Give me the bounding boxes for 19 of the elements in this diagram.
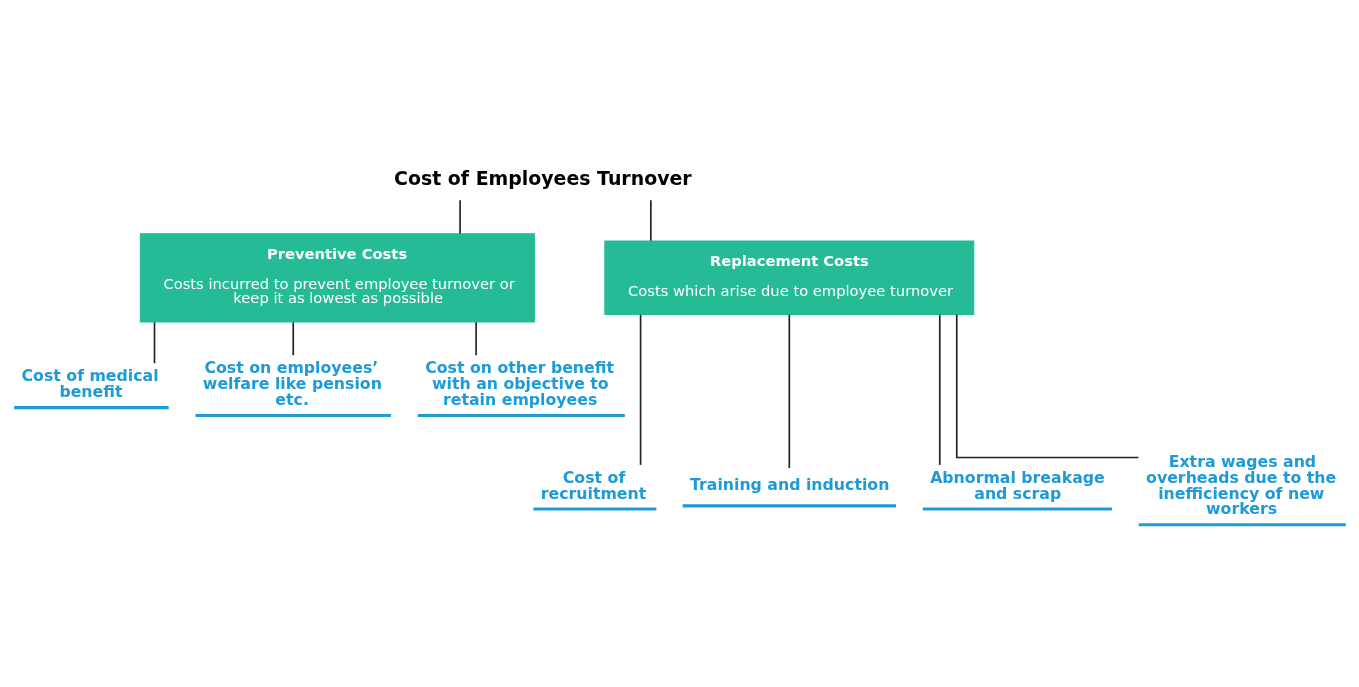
connector bbox=[639, 313, 641, 466]
node-text: Cost on other benefit with an objective to retain employees bbox=[424, 358, 614, 409]
connector bbox=[649, 199, 652, 242]
node-text: Cost of Employees Turnover bbox=[393, 166, 692, 189]
node-box: Replacement Costs Costs which arise due to employee turnover bbox=[603, 240, 974, 316]
connector bbox=[153, 321, 155, 365]
node-text: Training and induction bbox=[689, 474, 889, 494]
connector bbox=[955, 313, 1139, 459]
connector bbox=[787, 313, 790, 469]
node-text: Extra wages and overheads due to the inefficiency of new workers bbox=[1145, 451, 1336, 519]
connector bbox=[291, 321, 294, 357]
node-box: Preventive Costs Costs incurred to prevent employee turnover or keep it as lowest as possible bbox=[139, 233, 535, 323]
connector bbox=[458, 199, 461, 235]
connector bbox=[474, 321, 477, 357]
node-text: Abnormal breakage and scrap bbox=[929, 467, 1105, 503]
node-text: Cost of medical benefit bbox=[21, 366, 159, 402]
node-text: Cost of recruitment bbox=[540, 467, 646, 503]
node-text: Cost on employees’ welfare like pension etc. bbox=[202, 358, 382, 409]
connector bbox=[938, 313, 941, 466]
